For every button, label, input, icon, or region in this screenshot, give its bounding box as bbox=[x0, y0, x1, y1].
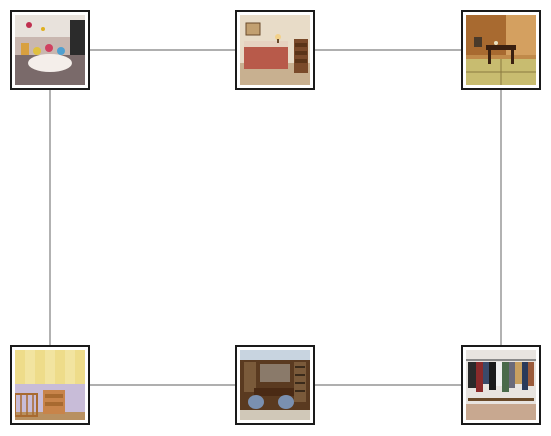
node-thumbnail-bedroom[interactable] bbox=[235, 10, 315, 90]
home-office-photo bbox=[240, 350, 310, 420]
node-thumbnail-nursery[interactable] bbox=[10, 345, 90, 425]
bedroom-photo bbox=[240, 15, 310, 85]
node-thumbnail-home-office[interactable] bbox=[235, 345, 315, 425]
node-thumbnail-playroom[interactable] bbox=[10, 10, 90, 90]
node-thumbnail-closet[interactable] bbox=[461, 345, 541, 425]
japanese-tatami-room-photo bbox=[466, 15, 536, 85]
node-thumbnail-tatami-room[interactable] bbox=[461, 10, 541, 90]
playroom-photo bbox=[15, 15, 85, 85]
closet-coat-rack-photo bbox=[466, 350, 536, 420]
nursery-photo bbox=[15, 350, 85, 420]
